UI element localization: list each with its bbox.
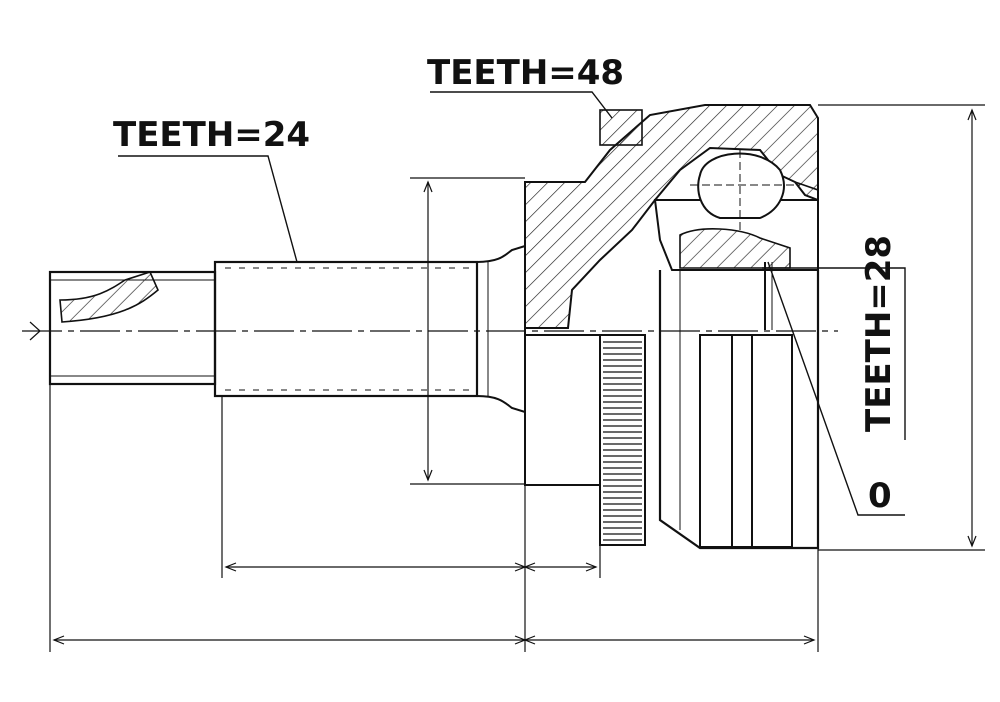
- leader-teeth-48: [430, 91, 613, 119]
- threaded-end: [48, 270, 217, 386]
- abs-tone-ring: [603, 341, 642, 541]
- splined-shaft: [213, 244, 526, 414]
- label-teeth-24: TEETH=24: [113, 115, 310, 155]
- dimension-lines: [49, 104, 985, 652]
- label-teeth-48: TEETH=48: [427, 53, 624, 93]
- label-teeth-28: TEETH=28: [859, 235, 899, 432]
- joint-outer-body: [658, 262, 820, 550]
- inner-race-cage: [653, 150, 819, 271]
- leader-teeth-24: [118, 155, 298, 263]
- leader-o-ring: [767, 261, 905, 516]
- label-o-ring: 0: [868, 476, 892, 516]
- center-axis-line: [22, 321, 838, 341]
- joint-housing: [524, 104, 819, 546]
- leader-teeth-28: [762, 267, 906, 440]
